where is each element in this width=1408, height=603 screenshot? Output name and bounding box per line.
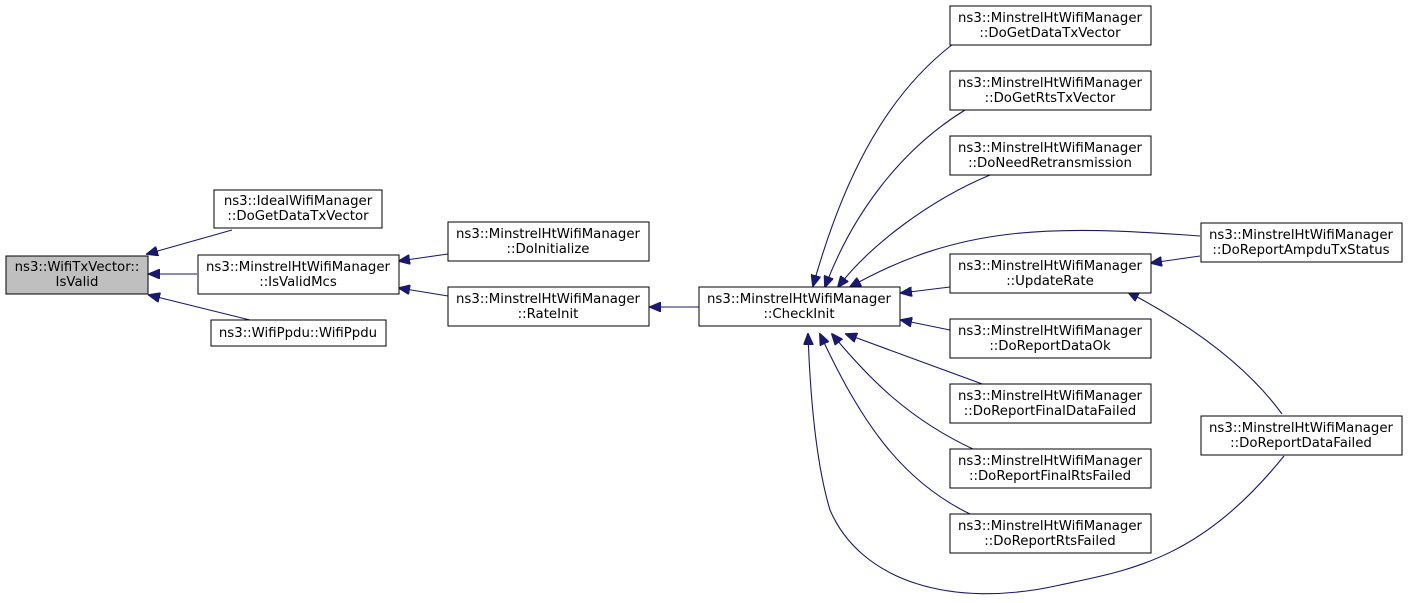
node-label-line1: ns3::MinstrelHtWifiManager [456,227,641,242]
edge-dataok-to-checkinit [901,320,951,331]
node-label-line2: ::CheckInit [763,307,834,322]
node-label-line2: ::DoReportAmpduTxStatus [1212,243,1389,258]
edge-doinit-to-isvalidmcs [399,253,449,261]
node-label-line1: ns3::MinstrelHtWifiManager [958,324,1143,339]
node-wifitxvector-isvalid[interactable]: ns3::WifiTxVector:: IsValid [5,255,149,295]
node-label-line1: ns3::MinstrelHtWifiManager [958,76,1143,91]
node-label-line2: ::DoGetRtsTxVector [985,91,1116,106]
node-label-line1: ns3::WifiPpdu::WifiPpdu [219,326,377,341]
node-minstrel-doinitialize[interactable]: ns3::MinstrelHtWifiManager ::DoInitializ… [447,221,650,262]
node-minstrel-checkinit[interactable]: ns3::MinstrelHtWifiManager ::CheckInit [698,286,901,327]
node-label-line2: ::UpdateRate [1006,274,1094,289]
node-label-line2: ::DoGetDataTxVector [979,26,1121,41]
edge-updaterate-to-checkinit [901,286,951,293]
node-minstrel-rateinit[interactable]: ns3::MinstrelHtWifiManager ::RateInit [447,286,650,327]
node-wifippdu-wifippdu[interactable]: ns3::WifiPpdu::WifiPpdu [210,319,387,347]
edge-ampdu-to-updaterate [1151,255,1201,263]
edge-getdatatx-to-checkinit [813,43,954,286]
node-minstrel-dogetdatatxvector[interactable]: ns3::MinstrelHtWifiManager ::DoGetDataTx… [949,5,1152,46]
node-label-line1: ns3::MinstrelHtWifiManager [958,519,1143,534]
edge-rateinit-to-isvalidmcs [399,288,449,297]
node-label-line1: ns3::MinstrelHtWifiManager [1209,228,1394,243]
node-label-line2: ::DoReportDataFailed [1230,436,1372,451]
node-minstrel-doreportfinaldatafailed[interactable]: ns3::MinstrelHtWifiManager ::DoReportFin… [949,383,1152,424]
node-label-line2: ::DoGetDataTxVector [227,209,369,224]
edge-ampdu-to-checkinit [850,229,1201,287]
node-label-line2: ::DoReportFinalRtsFailed [969,469,1131,484]
edge-datafailed-to-checkinit [808,334,1285,595]
edge-datafailed-to-updaterate [1128,292,1283,415]
nodes: ns3::WifiTxVector:: IsValid ns3::IdealWi… [5,5,1403,554]
node-ideal-dogetdatatxvector[interactable]: ns3::IdealWifiManager ::DoGetDataTxVecto… [213,189,383,229]
node-label-line1: ns3::MinstrelHtWifiManager [707,292,892,307]
node-minstrel-doreportrtsfailed[interactable]: ns3::MinstrelHtWifiManager ::DoReportRts… [949,513,1152,554]
node-label-line1: ns3::MinstrelHtWifiManager [958,141,1143,156]
edge-rtsfailed-to-checkinit [820,334,971,515]
edge-needretx-to-checkinit [838,174,991,287]
node-minstrel-doreportdataok[interactable]: ns3::MinstrelHtWifiManager ::DoReportDat… [949,318,1152,359]
node-label-line2: ::DoReportRtsFailed [984,534,1115,549]
node-label-line2: ::DoReportFinalDataFailed [964,404,1136,419]
node-label-line1: ns3::MinstrelHtWifiManager [958,259,1143,274]
node-label-line2: ::DoInitialize [507,242,590,257]
node-label-line1: ns3::MinstrelHtWifiManager [958,454,1143,469]
node-minstrel-isvalidmcs[interactable]: ns3::MinstrelHtWifiManager ::IsValidMcs [197,254,400,295]
node-minstrel-doneedretransmission[interactable]: ns3::MinstrelHtWifiManager ::DoNeedRetra… [949,135,1152,176]
node-label-line2: ::RateInit [518,307,579,322]
edge-getrtstx-to-checkinit [825,109,966,287]
node-minstrel-dogetrtstxvector[interactable]: ns3::MinstrelHtWifiManager ::DoGetRtsTxV… [949,70,1152,111]
node-minstrel-doreportdatafailed[interactable]: ns3::MinstrelHtWifiManager ::DoReportDat… [1200,415,1403,456]
node-minstrel-doreportfinalrtsfailed[interactable]: ns3::MinstrelHtWifiManager ::DoReportFin… [949,448,1152,489]
node-label-line1: ns3::MinstrelHtWifiManager [456,292,641,307]
edge-wifippdu-to-root [149,295,251,321]
node-minstrel-updaterate[interactable]: ns3::MinstrelHtWifiManager ::UpdateRate [949,253,1152,294]
node-label-line1: ns3::MinstrelHtWifiManager [958,389,1143,404]
node-label-line2: ::IsValidMcs [259,275,337,290]
edge-finaldata-to-checkinit [846,334,986,386]
node-label-line1: ns3::MinstrelHtWifiManager [958,11,1143,26]
node-label-line2: IsValid [56,275,99,290]
node-label-line2: ::DoNeedRetransmission [968,156,1132,171]
edges [147,43,1285,595]
node-label-line1: ns3::IdealWifiManager [224,194,373,209]
node-minstrel-doreportampdutxstatus[interactable]: ns3::MinstrelHtWifiManager ::DoReportAmp… [1200,222,1403,263]
edge-finalrts-to-checkinit [832,334,976,451]
edge-ideal-to-root [147,229,233,254]
node-label-line2: ::DoReportDataOk [989,339,1111,354]
node-label-line1: ns3::MinstrelHtWifiManager [1209,421,1394,436]
node-label-line1: ns3::WifiTxVector:: [15,260,140,275]
node-label-line1: ns3::MinstrelHtWifiManager [206,260,391,275]
